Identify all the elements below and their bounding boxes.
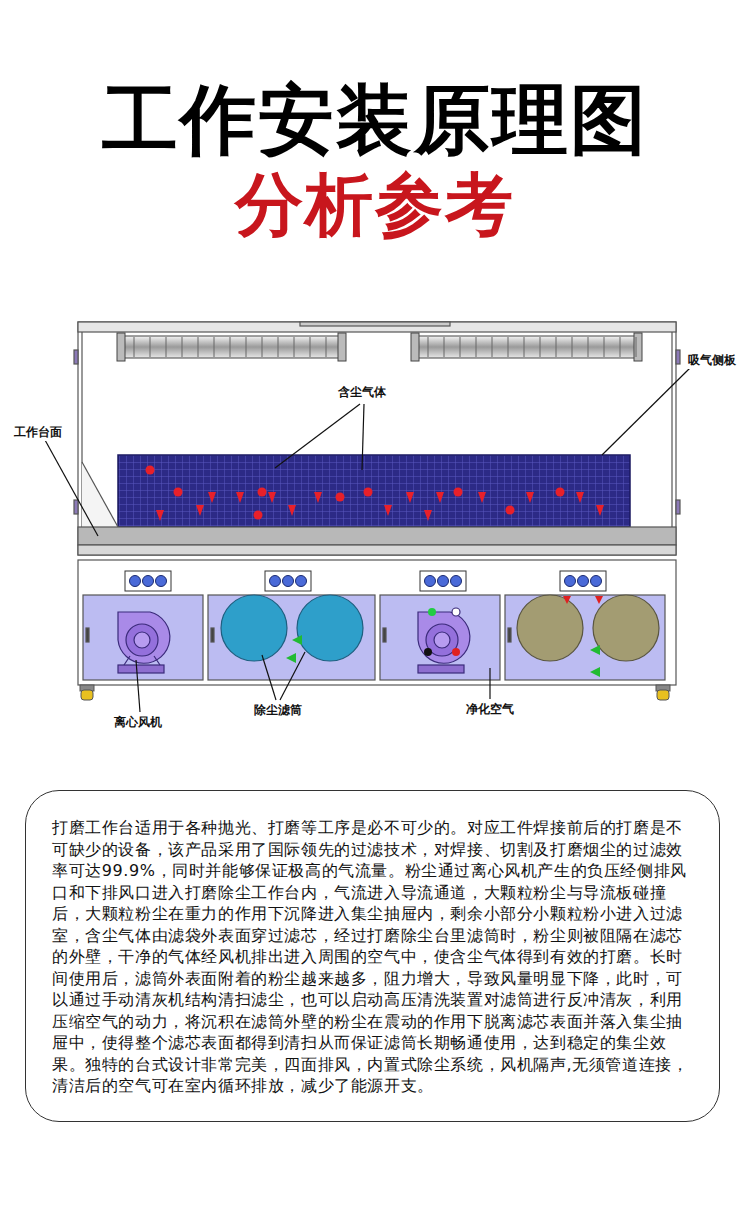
dust-dot <box>506 506 515 515</box>
lamp-rib <box>476 337 477 357</box>
dust-triangle <box>406 492 414 503</box>
knob-panel <box>265 571 311 591</box>
filter-cartridges <box>517 595 659 661</box>
dust-dot <box>174 488 183 497</box>
flow-arrows <box>286 635 600 677</box>
part-label: 除尘滤筒 <box>252 702 304 719</box>
lamp-rib <box>556 337 557 357</box>
lamp-rib <box>230 337 231 357</box>
lamp-rib <box>150 337 151 357</box>
lamp-rib <box>620 337 621 357</box>
lamp-rib <box>524 337 525 357</box>
lamp-rib <box>492 337 493 357</box>
dust-dot <box>146 466 155 475</box>
knob <box>578 576 589 587</box>
leader-lines <box>45 368 690 712</box>
worktop <box>74 350 680 555</box>
upper-frame <box>78 322 676 555</box>
knob <box>438 576 449 587</box>
dust-triangle <box>424 510 432 521</box>
lamp-rib <box>604 337 605 357</box>
lower-cabinet <box>78 560 676 685</box>
dust-dot <box>454 488 463 497</box>
lamp-rib <box>134 337 135 357</box>
knob <box>270 576 281 587</box>
dust-dot <box>258 488 267 497</box>
lamp-rib <box>198 337 199 357</box>
part-label: 吸气侧板 <box>686 352 738 369</box>
dust-triangle <box>526 492 534 503</box>
dust-triangle <box>314 492 322 503</box>
suction-panel <box>118 455 630 527</box>
dust-dot <box>556 488 565 497</box>
dust-triangle <box>208 492 216 503</box>
part-label: 净化空气 <box>464 701 516 718</box>
filter-cartridges <box>221 595 363 661</box>
lamp-rib <box>540 337 541 357</box>
lamp-rib <box>166 337 167 357</box>
dust-triangle <box>478 492 486 503</box>
knob <box>565 576 576 587</box>
part-label: 离心风机 <box>112 714 164 731</box>
knob-panel <box>420 571 466 591</box>
lamp-rib <box>182 337 183 357</box>
lamp-rib <box>636 337 637 357</box>
control-knobs <box>125 571 606 591</box>
part-label: 含尘气体 <box>336 384 388 401</box>
dust-dot <box>254 511 263 520</box>
dust-triangle <box>576 492 584 503</box>
dust-triangle <box>436 492 444 503</box>
lamp-rib <box>278 337 279 357</box>
description-box: 打磨工作台适用于各种抛光、打磨等工序是必不可少的。对应工件焊接前后的打磨是不可缺… <box>25 790 720 1122</box>
dust-triangle <box>196 505 204 516</box>
knob <box>451 576 462 587</box>
centrifugal-fan <box>118 612 170 673</box>
dust-triangle <box>384 505 392 516</box>
dust-triangle <box>288 505 296 516</box>
knob <box>156 576 167 587</box>
lamp-rib <box>588 337 589 357</box>
caster-wheels <box>80 685 670 700</box>
dust-dot <box>364 488 373 497</box>
knob <box>143 576 154 587</box>
description-text: 打磨工作台适用于各种抛光、打磨等工序是必不可少的。对应工件焊接前后的打磨是不可缺… <box>52 817 693 1097</box>
lamp-rib <box>246 337 247 357</box>
lamp-rib <box>444 337 445 357</box>
lamp-rib <box>428 337 429 357</box>
lamp-rib <box>572 337 573 357</box>
lamp-rib <box>326 337 327 357</box>
dust-triangle <box>236 492 244 503</box>
dust-particles <box>146 466 605 522</box>
dust-triangle <box>268 492 276 503</box>
title: 工作安装原理图 <box>102 70 648 173</box>
subtitle: 分析参考 <box>235 160 515 251</box>
lamp-rib <box>460 337 461 357</box>
knob <box>283 576 294 587</box>
lamp-rib <box>294 337 295 357</box>
lamp-rib <box>214 337 215 357</box>
dust-triangle <box>156 510 164 521</box>
lamp-rib <box>310 337 311 357</box>
knob-panel <box>560 571 606 591</box>
knob <box>425 576 436 587</box>
knob <box>591 576 602 587</box>
dust-triangle <box>596 505 604 516</box>
part-label: 工作台面 <box>12 424 64 441</box>
knob <box>296 576 307 587</box>
knob-panel <box>125 571 171 591</box>
centrifugal-fan <box>418 608 470 673</box>
lamp-rib <box>508 337 509 357</box>
knob <box>130 576 141 587</box>
lamp-rib <box>262 337 263 357</box>
lamps <box>117 333 642 361</box>
dust-dot <box>336 493 345 502</box>
